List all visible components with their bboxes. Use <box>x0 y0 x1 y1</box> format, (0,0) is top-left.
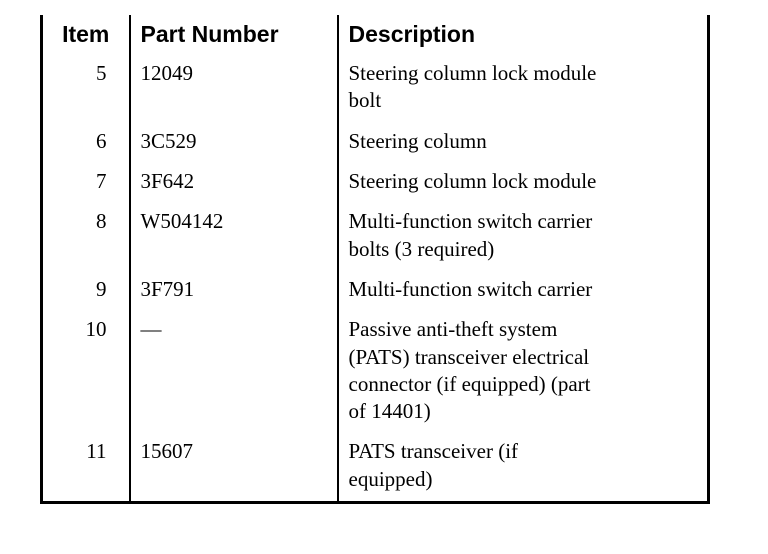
cell-item: 5 <box>40 55 131 123</box>
description-line: of 14401) <box>348 399 431 424</box>
column-header-part-number: Part Number <box>129 15 339 56</box>
description-line: (PATS) transceiver electrical <box>348 344 590 369</box>
cell-description: Steering column lock module <box>337 163 710 204</box>
description-line: Multi-function switch carrier <box>348 209 593 234</box>
cell-part-number: 3C529 <box>129 122 339 164</box>
description-line: bolts (3 required) <box>348 236 495 261</box>
table-header-row: Item Part Number Description <box>40 15 710 56</box>
cell-item: 9 <box>40 270 131 312</box>
cell-description: Multi-function switch carrier <box>337 270 710 312</box>
cell-description: Steering column <box>337 122 710 164</box>
column-header-item: Item <box>40 15 131 56</box>
description-line: equipped) <box>348 466 433 491</box>
cell-part-number: 3F642 <box>129 163 339 204</box>
description-line: Passive anti-theft system <box>348 317 558 342</box>
description-line: bolt <box>348 88 382 113</box>
cell-item: 10 <box>40 311 131 434</box>
cell-part-number: 12049 <box>129 55 339 123</box>
cell-part-number: 3F791 <box>129 270 339 312</box>
description-line: Steering column lock module <box>348 61 597 86</box>
cell-item: 11 <box>40 433 131 505</box>
cell-description: Passive anti-theft system(PATS) transcei… <box>337 311 710 434</box>
cell-item: 6 <box>40 122 131 164</box>
table-header: Item Part Number Description <box>40 15 710 56</box>
description-line: Multi-function switch carrier <box>348 276 593 301</box>
description-line: Steering column lock module <box>348 169 597 194</box>
description-line: Steering column <box>348 128 487 153</box>
cell-part-number: 15607 <box>129 433 339 505</box>
cell-item: 7 <box>40 163 131 204</box>
table-row: 10—Passive anti-theft system(PATS) trans… <box>40 311 710 434</box>
description-line: PATS transceiver (if <box>348 439 519 464</box>
description-line: connector (if equipped) (part <box>348 371 591 396</box>
column-header-description: Description <box>337 15 710 56</box>
cell-item: 8 <box>40 203 131 271</box>
cell-part-number: — <box>129 311 339 434</box>
cell-part-number: W504142 <box>129 203 339 271</box>
